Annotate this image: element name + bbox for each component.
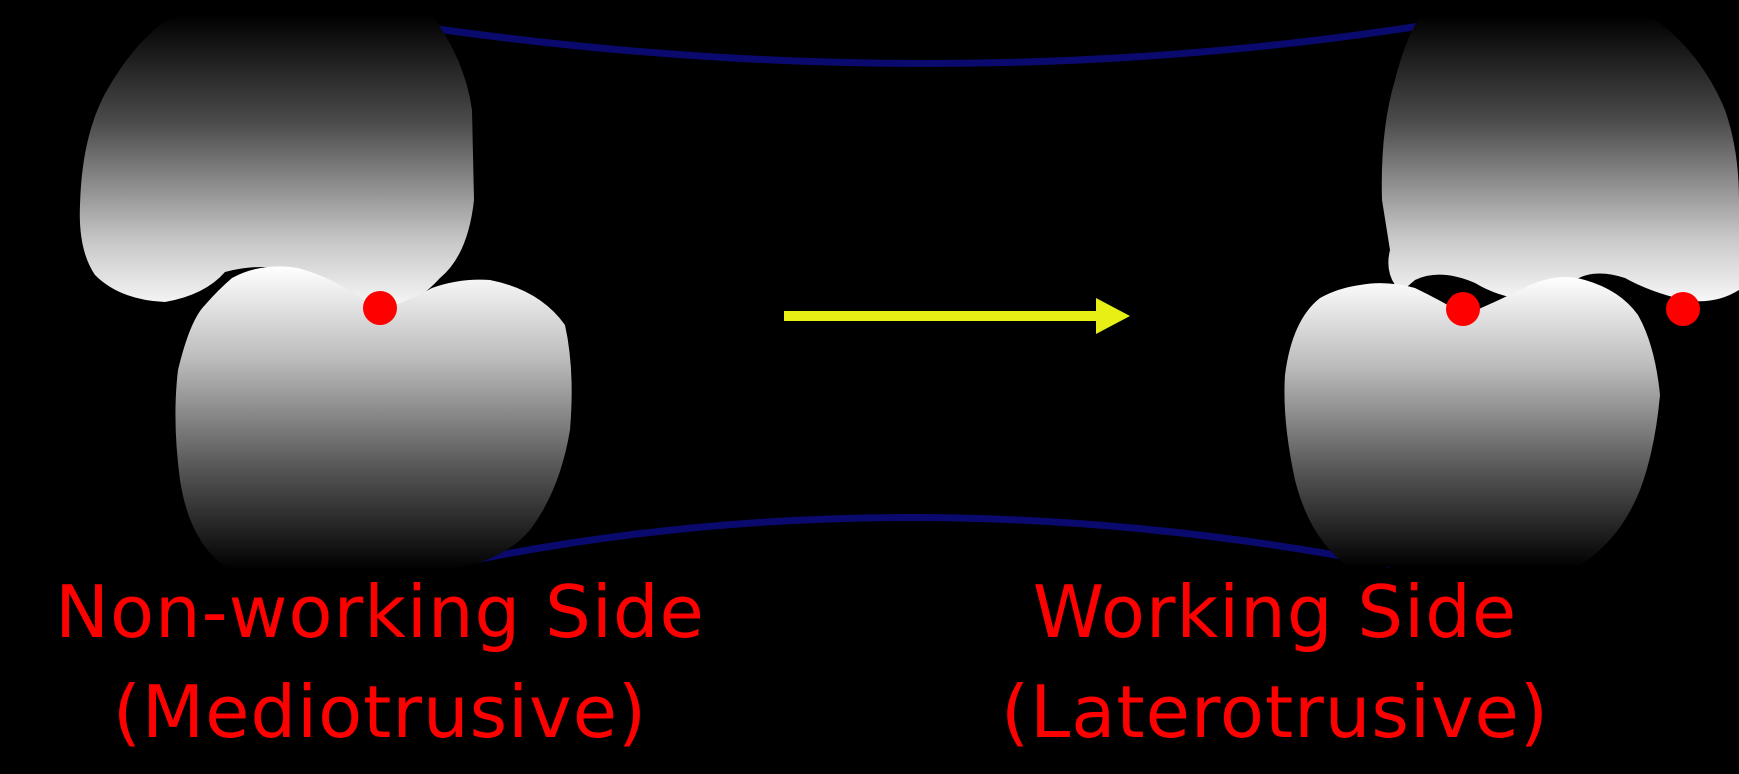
left-lower-tooth bbox=[175, 266, 572, 570]
laterotrusive-subtitle: (Laterotrusive) bbox=[1001, 670, 1549, 754]
arrow-right-icon bbox=[784, 298, 1130, 334]
non-working-side-title: Non-working Side bbox=[55, 570, 705, 654]
working-side-title: Working Side bbox=[1032, 570, 1518, 654]
non-working-side-teeth bbox=[79, 15, 572, 570]
right-contact-point-buccal bbox=[1446, 292, 1480, 326]
upper-arch-line bbox=[429, 22, 1421, 67]
lower-arch-line bbox=[449, 514, 1391, 569]
right-contact-point-lingual bbox=[1666, 292, 1700, 326]
right-lower-tooth bbox=[1284, 276, 1660, 568]
working-side-label: Working Side (Laterotrusive) bbox=[960, 562, 1590, 762]
mediotrusive-subtitle: (Mediotrusive) bbox=[112, 670, 648, 754]
non-working-side-label: Non-working Side (Mediotrusive) bbox=[0, 562, 760, 762]
right-upper-tooth bbox=[1361, 16, 1739, 312]
left-contact-point bbox=[363, 291, 397, 325]
left-upper-tooth bbox=[79, 15, 474, 318]
working-side-teeth bbox=[1284, 16, 1739, 568]
